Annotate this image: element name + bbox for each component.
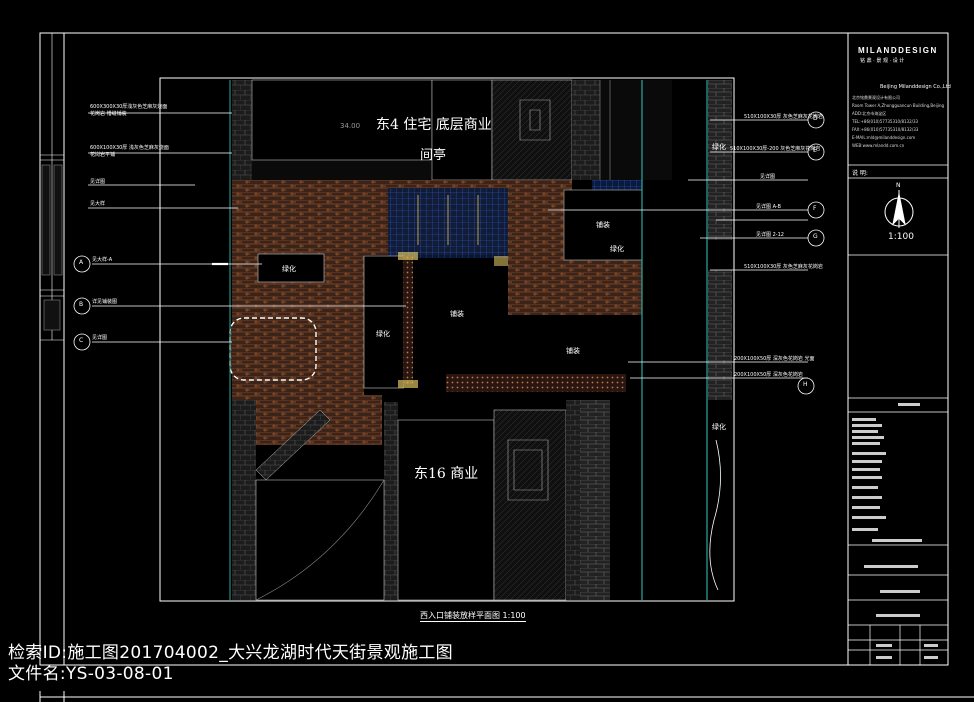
area-label: 绿化 [282,265,296,273]
contact-line: E-MAIL:mld@milanddesign.com [852,135,916,140]
plan-title: 西入口铺装放样平面图 1:100 [420,611,526,622]
callout-right: 200X100X50厚 深灰色花岗岩 [734,372,803,378]
leader-lines [88,112,808,379]
building-label-top: 东4 住宅 底层商业 [376,117,492,133]
callout-right: 510X100X30厚-200 灰色芝麻灰花岗岩 [730,146,821,152]
callout-left: 600X100X30厚 浅灰色芝麻灰烧面花岗岩平铺 [90,145,169,158]
bottom-building [232,400,610,601]
markers [73,111,825,395]
top-building [232,79,672,190]
callout-left: 600X300X30厚浅灰色芝麻灰烧面花岗岩 错缝铺装 [90,104,168,117]
paving [229,180,643,445]
marker-left: B [79,301,84,308]
title-block-fields [852,403,938,659]
contact-line: ADD:北京市海淀区 [852,111,887,116]
marker-right: H [803,381,808,388]
north-label: N [896,182,901,189]
marker-left: C [79,337,84,344]
marker-left: A [79,259,84,266]
north-arrow-icon [884,190,914,228]
contact-line: TEL:+86(010)57735310/8132/33 [852,119,919,124]
callout-left: 见大样-A [92,257,113,263]
watermark-line1: 检索ID:施工图201704002_大兴龙湖时代天街景观施工图 [8,643,453,663]
area-label: 铺装 [566,347,580,355]
notes-label: 说 明: [852,170,868,177]
area-label: 绿化 [610,245,624,253]
contact-line: Room Tower A,Zhongguancun Building,Beiji… [852,103,945,108]
company-en: Beijing Milanddesign Co.,Ltd [880,84,951,90]
callout-right: 510X100X30厚 灰色芝麻灰花岗岩 [744,114,823,120]
side-label: 绿化 [712,423,726,431]
contact-line: 北京铭鼎景观设计有限公司 [852,95,900,100]
callout-left: 详见铺装图 [92,299,118,305]
area-label: 铺装 [596,221,610,229]
sheet-border [39,32,974,702]
callout-right: 见详图 A-B [756,204,781,210]
contact-line: WEB:www.mlandd.com.cn [852,143,905,148]
watermark-line2: 文件名:YS-03-08-01 [8,664,174,684]
marker-right: E [813,147,817,154]
building-label-bottom: 东16 商业 [414,466,479,482]
area-label: 铺装 [450,310,464,318]
callout-left: 见大样 [90,201,106,207]
contact-line: FAX:+86(010)57735310/8132/33 [852,127,919,132]
marker-right: G [813,233,818,240]
pavilion-label: 间亭 [420,148,447,163]
scale-label: 1:100 [888,232,914,242]
company-subtitle: 铭 鼎 · 景 观 · 设 计 [860,58,905,64]
left-margin-table [40,33,64,341]
callout-right: 见详图 2-12 [756,232,784,238]
callout-left: 见详图 [92,335,108,341]
building-small-label: 34.00 [340,122,361,130]
marker-right: D [813,115,818,122]
callout-left: 见详图 [90,179,106,185]
callout-right: 200X100X50厚 深灰色花岗岩 光面 [734,356,815,362]
callout-right: 见详图 [760,174,776,180]
marker-right: F [813,205,817,212]
callout-right: 510X100X30厚 灰色芝麻灰花岗岩 [744,264,823,270]
title-block-frame [848,164,948,665]
planter-outline [229,317,317,381]
side-label: 绿化 [712,143,726,151]
area-label: 绿化 [376,330,390,338]
company-name: MILANDDESIGN [858,46,938,55]
